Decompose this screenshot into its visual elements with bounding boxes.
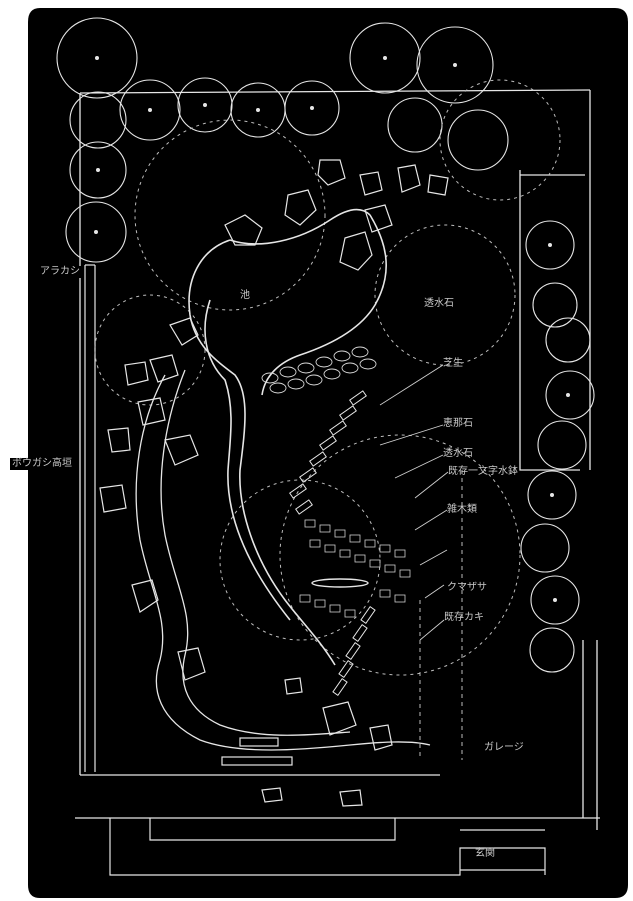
tree-centers [94, 56, 570, 602]
label-existing-basin: 既存一文字水鉢 [448, 466, 518, 477]
label-entrance: 玄関 [475, 848, 495, 859]
cobble-field [299, 519, 411, 618]
slab-2 [239, 737, 279, 747]
leader-lines [379, 364, 449, 641]
label-shrubs: 雑木類 [447, 504, 477, 515]
tree-canopies [56, 17, 595, 673]
label-arakashi: アラカシ [38, 266, 82, 278]
slab [221, 756, 293, 766]
label-bougashi-hedge: ボウガシ高垣 [10, 458, 74, 470]
label-ena-stone: 恵那石 [443, 418, 473, 429]
stepping-stones [289, 390, 376, 696]
pond [188, 208, 387, 666]
label-garage: ガレージ [484, 742, 524, 753]
guide-lines [419, 470, 463, 760]
existing-basin [311, 578, 369, 588]
label-permeable-stone-2: 透水石 [443, 448, 473, 459]
pebble-shore [261, 346, 377, 394]
label-permeable-stone: 透水石 [424, 298, 454, 309]
drawing-board [28, 8, 628, 898]
hedge-fence [84, 264, 96, 772]
rocks [99, 159, 449, 807]
stream [135, 369, 431, 751]
label-lawn: 芝生 [443, 358, 463, 369]
label-pond: 池 [240, 290, 250, 301]
label-existing-persimmon: 既存カキ [444, 612, 484, 623]
label-kumazasa: クマザサ [447, 582, 487, 593]
entrance-building [109, 818, 546, 876]
